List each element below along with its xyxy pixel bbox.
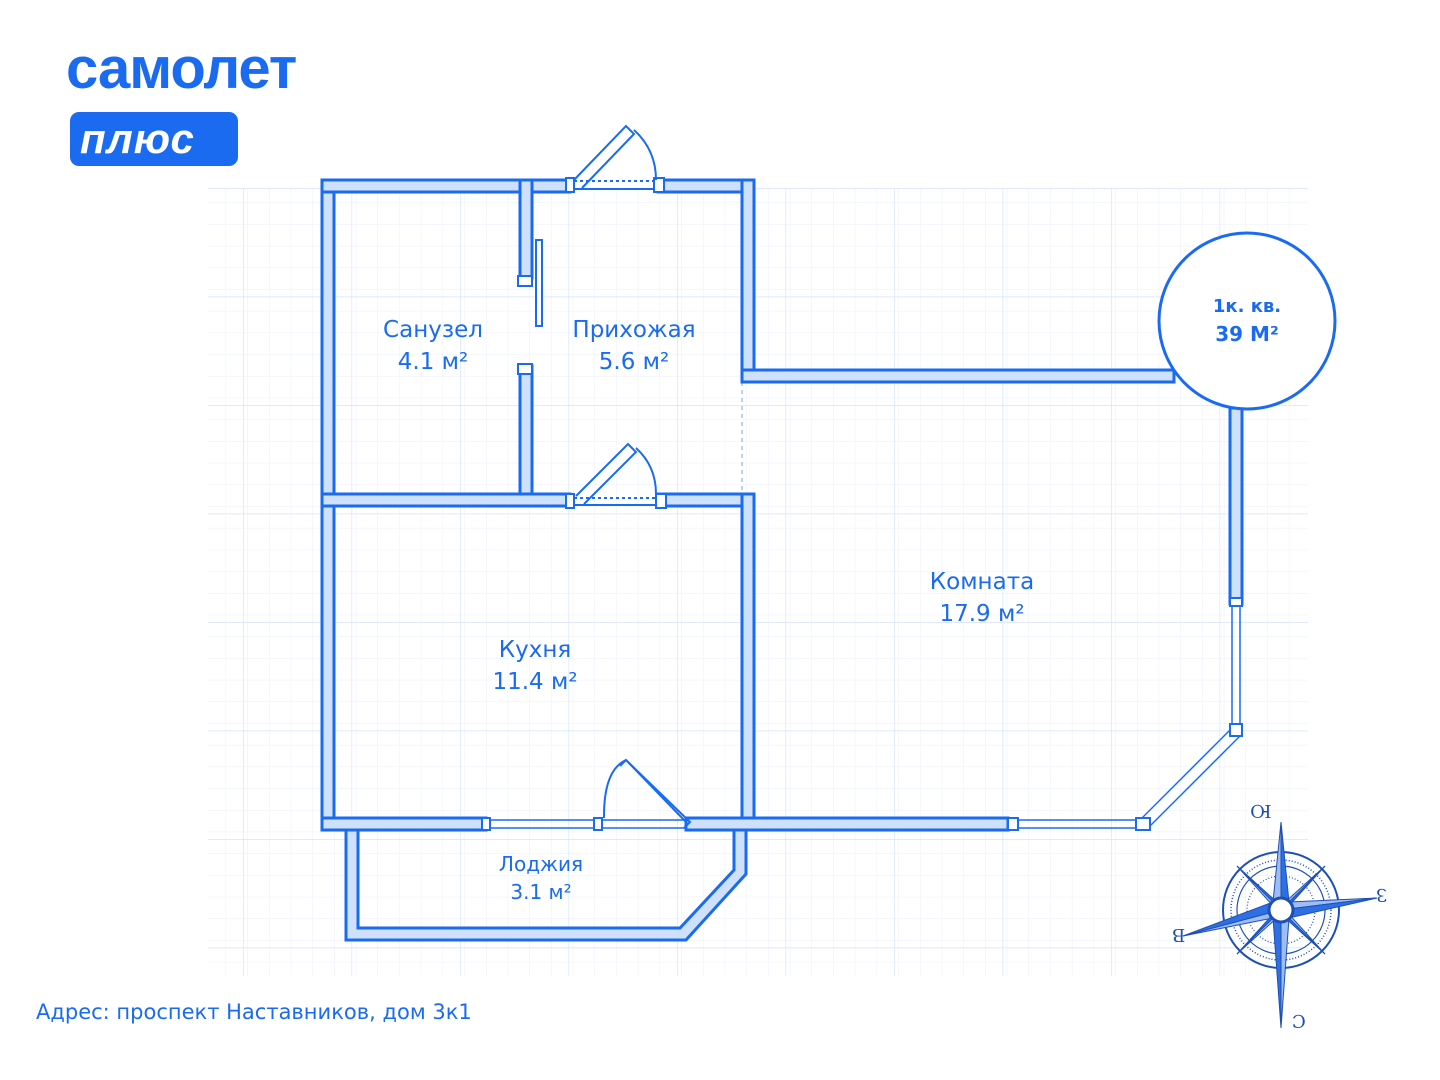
brand-logo: самолет [66,36,297,101]
compass-south-label: С [1292,1010,1306,1031]
wall-mid-left [320,492,572,508]
room-area: 4.1 м² [397,349,469,375]
room-name: Прихожая [572,317,696,343]
wall-top-right [656,178,756,194]
room-name: Комната [929,569,1035,595]
compass-north-label: Ю [1250,800,1272,821]
room-name: Санузел [383,317,483,343]
doors [517,124,692,829]
room-area: 3.1 м² [510,880,572,904]
windows [486,382,1241,829]
brand-badge-text: плюс [80,115,195,162]
wall-bottom-mid [684,816,1010,832]
wall-loggia [344,828,748,942]
brand-badge: плюс [70,112,238,166]
compass-rose-icon [1182,821,1378,1029]
room-area: 17.9 м² [939,601,1025,627]
room-area: 5.6 м² [598,349,670,375]
room-label-bathroom: Санузел 4.1 м² [383,314,483,378]
apartment-type: 1к. кв. [1212,296,1282,317]
room-label-living-room: Комната 17.9 м² [930,566,1034,630]
wall-hall-right [740,178,756,382]
wall-room-right [1228,406,1244,606]
wall-kitchen-right [740,492,756,832]
wall-bottom-left [320,816,488,832]
grid-background [208,188,1308,976]
room-label-hallway: Прихожая 5.6 м² [572,314,695,378]
room-label-loggia: Лоджия 3.1 м² [499,850,583,906]
room-name: Кухня [498,637,572,663]
walls [320,178,1244,942]
room-name: Лоджия [498,852,584,876]
wall-mid-right [656,492,756,508]
room-label-kitchen: Кухня 11.4 м² [492,634,577,698]
wall-room-top [740,368,1176,384]
wall-bath-hall-top [518,178,534,280]
room-area: 11.4 м² [492,669,578,695]
address-text: Адрес: проспект Наставников, дом 3к1 [36,1000,472,1024]
compass-west-label: В [1172,924,1186,945]
apartment-summary: 1к. кв. 39 М² [1158,232,1336,410]
wall-bath-hall-bottom [518,364,534,506]
compass-east-label: З [1376,884,1388,905]
window-joints [481,597,1243,831]
summary-circle [1157,231,1337,411]
apartment-total-area: 39 М² [1215,322,1279,346]
